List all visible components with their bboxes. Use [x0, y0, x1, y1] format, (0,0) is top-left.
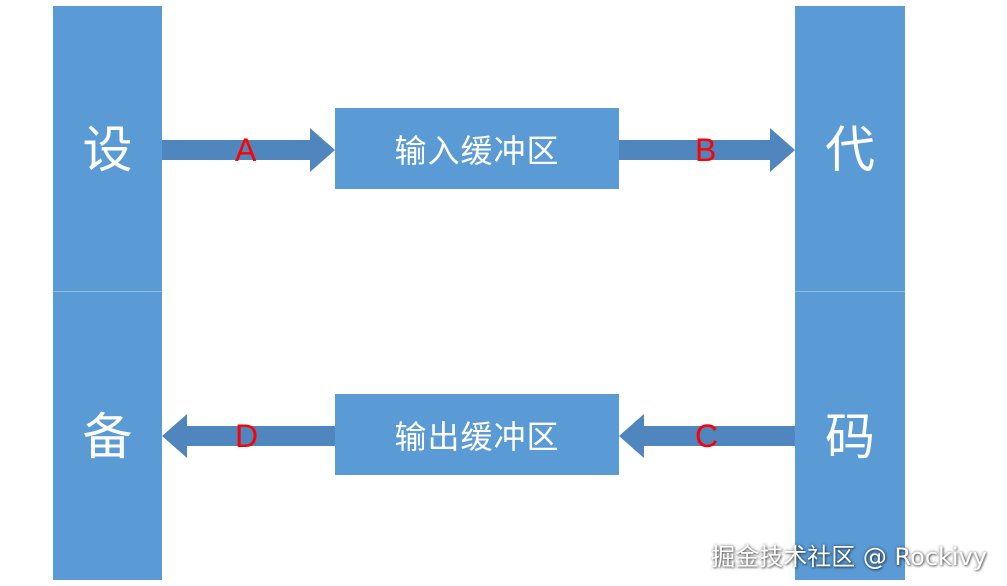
arrow-label-a: A: [235, 132, 257, 168]
device-block: 设 备: [53, 6, 162, 580]
arrow-label-d: D: [235, 418, 259, 454]
arrow-label-c: C: [695, 418, 719, 454]
code-block: 代 码: [795, 6, 905, 580]
arrow-a-right-icon: [162, 128, 335, 172]
device-char-bottom: 备: [82, 408, 133, 466]
device-char-top: 设: [82, 121, 133, 179]
arrow-b-right-icon: [619, 128, 795, 172]
output-buffer-box: 输出缓冲区: [335, 394, 619, 475]
watermark-text: 掘金技术社区 @ Rockivy: [711, 543, 987, 571]
arrow-label-b: B: [695, 132, 717, 168]
code-char-bottom: 码: [825, 408, 875, 466]
code-divider: [795, 291, 905, 292]
input-buffer-box: 输入缓冲区: [335, 108, 619, 189]
code-char-top: 代: [825, 121, 875, 179]
arrow-c-left-icon: [619, 414, 795, 458]
device-divider: [53, 291, 162, 292]
arrow-d-left-icon: [162, 414, 335, 458]
